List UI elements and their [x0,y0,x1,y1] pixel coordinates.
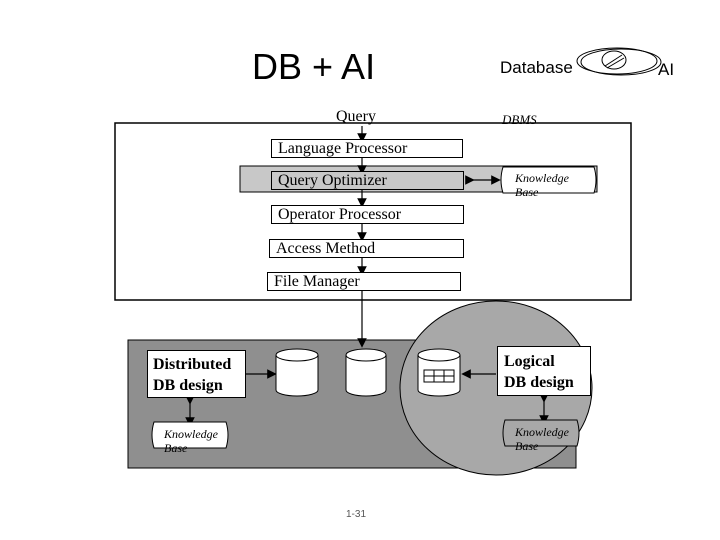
language-processor-box: Language Processor [271,139,463,158]
knowledge-base-line-2: Base [515,185,539,199]
venn-database-label: Database [500,58,573,77]
knowledge-base-shape-top [500,166,597,194]
distributed-design-box: Distributed DB design [147,350,246,398]
knowledge-base-top: Knowledge Base [515,171,569,199]
knowledge-base-shape-left [151,421,229,449]
disk-1 [275,348,319,397]
access-method-box: Access Method [269,239,464,258]
distributed-design-line-2: DB design [153,377,223,394]
knowledge-base-line-1: Knowledge [164,427,218,441]
logical-design-line-2: DB design [504,374,574,391]
venn-hatch-1 [604,54,623,67]
venn-database-circle [576,47,658,75]
disk-2 [345,348,387,397]
query-label: Query [336,108,376,125]
file-manager-box: File Manager [267,272,461,291]
distributed-design-line-1: Distributed [153,356,232,373]
dbms-label: DBMS [502,112,537,127]
page-number: 1-31 [346,509,367,520]
knowledge-base-line-1: Knowledge [515,425,569,439]
knowledge-base-shape-right [502,419,580,447]
query-optimizer-box: Query Optimizer [271,171,464,190]
knowledge-base-line-1: Knowledge [515,171,569,185]
venn-ai-circle [580,48,662,76]
logical-design-box: Logical DB design [497,346,591,396]
operator-processor-box: Operator Processor [271,205,464,224]
slide-title: DB + AI [252,46,376,87]
knowledge-base-right: Knowledge Base [515,425,569,453]
disk-3 [417,348,461,397]
logical-design-line-1: Logical [504,353,555,370]
venn-hatch-2 [606,57,625,69]
knowledge-base-left: Knowledge Base [164,427,218,455]
knowledge-base-line-2: Base [515,439,539,453]
knowledge-base-line-2: Base [164,441,188,455]
venn-ai-label: AI [658,60,675,79]
